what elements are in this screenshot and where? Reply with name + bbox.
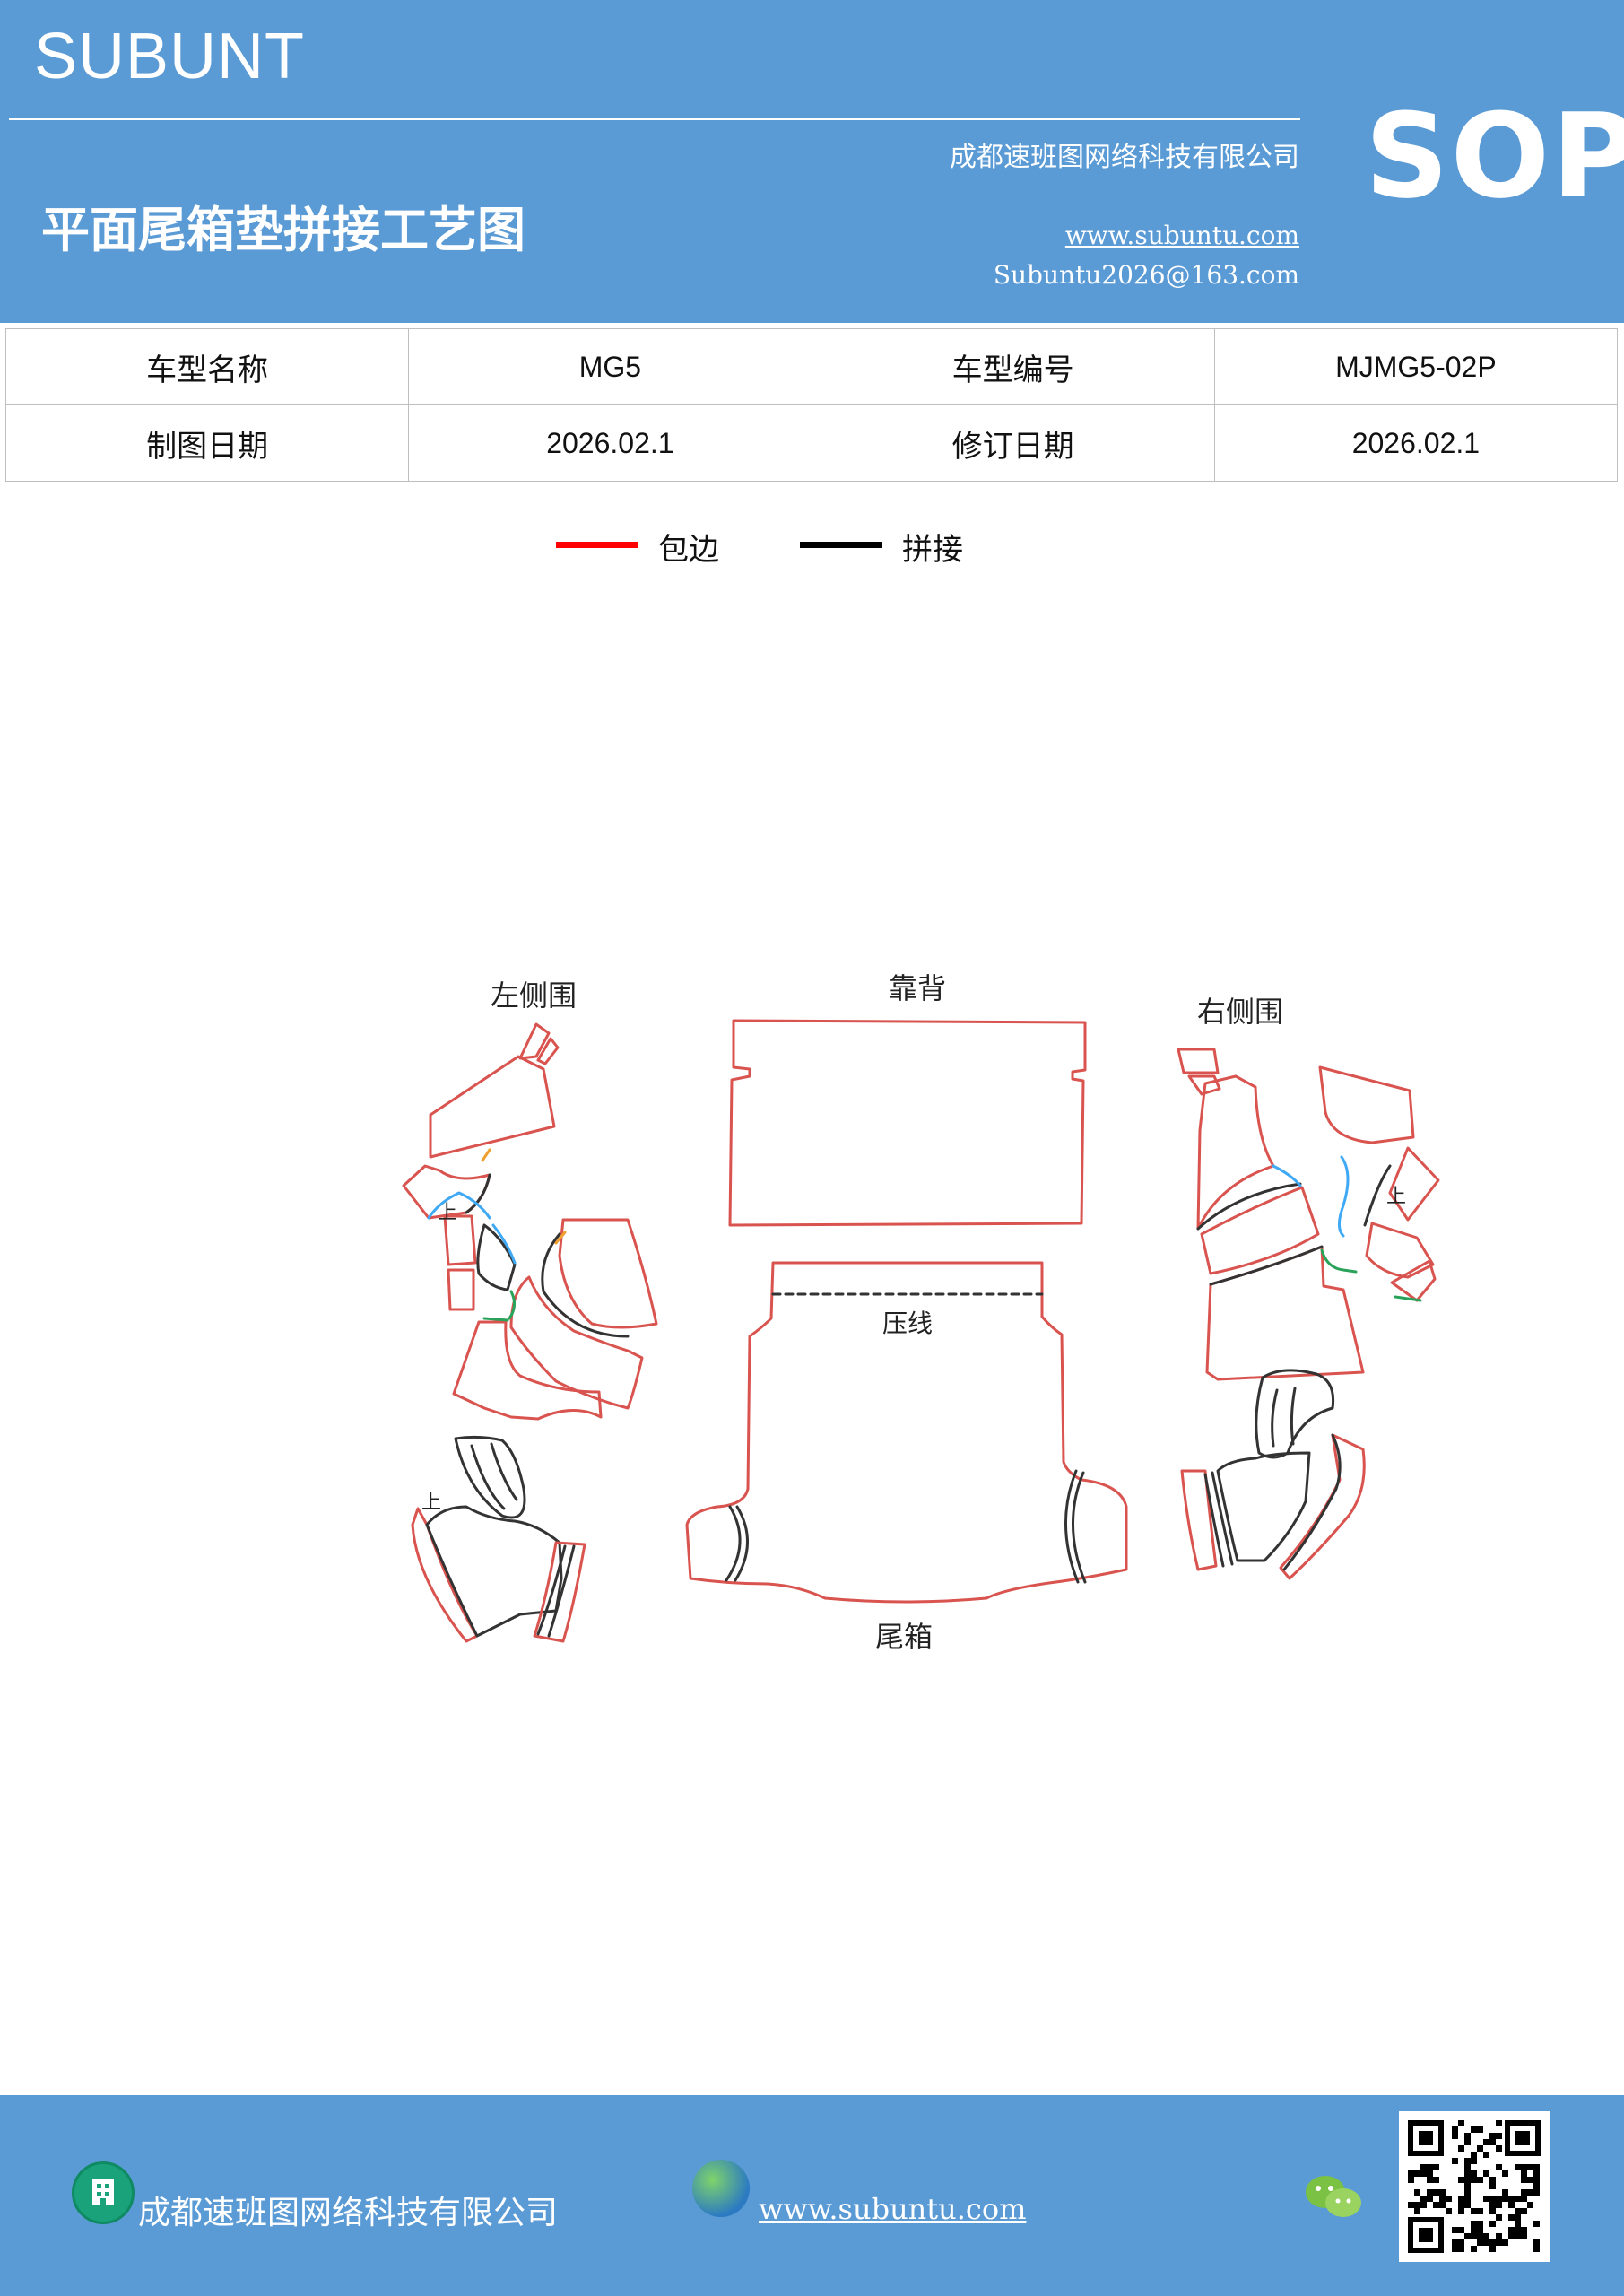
left-side-seam: [490, 1442, 518, 1501]
legend: 包边 拼接: [0, 523, 1624, 577]
orange-seam-accent: [554, 1231, 567, 1245]
left-side-piece: [533, 1541, 586, 1643]
left-side-piece: [536, 1037, 560, 1065]
blue-seam-accent: [1337, 1155, 1350, 1238]
header-banner: SUBUNT 成都速班图网络科技有限公司 平面尾箱垫拼接工艺图 www.subu…: [0, 0, 1624, 323]
right-side-piece: [1205, 1245, 1365, 1381]
right-side-seam: [1216, 1451, 1311, 1562]
model-code-value: MJMG5-02P: [1213, 328, 1619, 405]
footer-website-link[interactable]: www.subuntu.com: [759, 2192, 1027, 2226]
email-address[interactable]: Subuntu2026@163.com: [993, 260, 1299, 290]
orange-seam-accent: [481, 1148, 491, 1162]
right-side-label: 右侧围: [1197, 995, 1283, 1029]
left-side-piece: [558, 1218, 658, 1329]
left-side-piece: [518, 1022, 551, 1060]
legend-label-seam: 拼接: [902, 532, 963, 568]
trunk-seam-left: [734, 1505, 749, 1582]
right-side-piece: [1365, 1222, 1435, 1279]
model-name-value: MG5: [408, 328, 812, 405]
model-code-label: 车型编号: [811, 328, 1215, 405]
left-side-piece: [429, 1055, 556, 1159]
left-side-seam: [454, 1435, 526, 1519]
blue-seam-accent: [491, 1223, 517, 1265]
left-side-seam: [425, 1505, 563, 1638]
up-mark: 上: [438, 1202, 457, 1224]
sop-badge: SOP: [1365, 88, 1624, 224]
footer-bar: 成都速班图网络科技有限公司 www.subuntu.com: [0, 2095, 1624, 2296]
right-side-piece: [1388, 1146, 1440, 1222]
table-row: 车型名称 MG5 车型编号 MJMG5-02P: [4, 328, 1619, 405]
right-side-piece: [1196, 1074, 1275, 1231]
crease-label: 压线: [882, 1309, 933, 1338]
left-side-piece: [443, 1214, 477, 1266]
left-side-seam: [541, 1232, 630, 1338]
draw-date-value: 2026.02.1: [408, 404, 812, 482]
legend-swatch-seam: [800, 542, 882, 548]
green-seam-accent: [1394, 1295, 1422, 1302]
right-side-seam: [1282, 1433, 1342, 1571]
right-side-piece: [1180, 1469, 1218, 1571]
website-link[interactable]: www.subuntu.com: [1064, 221, 1299, 250]
revise-date-value: 2026.02.1: [1213, 404, 1619, 482]
qr-code[interactable]: [1399, 2111, 1550, 2262]
left-side-seam: [547, 1544, 576, 1638]
left-side-seam: [465, 1173, 491, 1214]
green-seam-accent: [482, 1317, 509, 1322]
brand-name: SUBUNT: [34, 21, 306, 92]
revise-date-label: 修订日期: [811, 404, 1215, 482]
right-side-piece: [1318, 1065, 1415, 1144]
left-side-piece: [447, 1268, 475, 1311]
building-icon: [72, 2161, 135, 2224]
right-side-seam: [1203, 1473, 1225, 1568]
right-side-seam: [1290, 1387, 1297, 1446]
right-side-piece: [1177, 1048, 1220, 1074]
left-side-piece: [411, 1507, 479, 1643]
green-seam-accent: [508, 1290, 516, 1320]
draw-date-label: 制图日期: [4, 404, 410, 482]
trunk-seam-right: [1072, 1471, 1087, 1584]
right-side-seam: [1196, 1182, 1302, 1231]
trunk-seam-left: [725, 1505, 742, 1582]
trunk-mat-diagram: 左侧围 靠背 右侧围 压线 尾箱: [402, 971, 1440, 1654]
right-side-seam: [1255, 1369, 1335, 1459]
right-side-seam: [1209, 1245, 1324, 1286]
legend-label-binding: 包边: [658, 532, 719, 568]
document-title: 平面尾箱垫拼接工艺图: [41, 201, 525, 258]
table-row: 制图日期 2026.02.1 修订日期 2026.02.1: [4, 404, 1619, 482]
company-name: 成都速班图网络科技有限公司: [950, 142, 1299, 173]
up-mark: 上: [421, 1492, 441, 1514]
trunk-seam-right: [1064, 1469, 1080, 1584]
left-side-piece: [509, 1275, 644, 1410]
left-side-label: 左侧围: [491, 978, 577, 1013]
right-side-piece: [1390, 1259, 1437, 1302]
header-divider: [9, 118, 1300, 120]
right-side-seam: [1271, 1388, 1279, 1448]
left-side-seam: [536, 1544, 567, 1636]
left-side-seam: [476, 1223, 517, 1292]
trunk-label: 尾箱: [875, 1620, 933, 1654]
backrest-piece: [728, 1019, 1087, 1227]
wechat-icon[interactable]: [1302, 2170, 1365, 2228]
right-side-seam: [1363, 1164, 1392, 1227]
legend-swatch-binding: [556, 542, 638, 548]
footer-company-name: 成都速班图网络科技有限公司: [138, 2195, 559, 2231]
info-table: 车型名称 MG5 车型编号 MJMG5-02P 制图日期 2026.02.1 修…: [4, 328, 1619, 482]
blue-seam-accent: [427, 1191, 491, 1220]
green-seam-accent: [1320, 1248, 1358, 1274]
blue-seam-accent: [1272, 1164, 1302, 1187]
model-name-label: 车型名称: [4, 328, 410, 405]
right-side-piece: [1187, 1074, 1221, 1096]
globe-icon: [692, 2160, 750, 2217]
left-side-piece: [452, 1320, 603, 1421]
up-mark: 上: [1386, 1186, 1406, 1208]
back-label: 靠背: [889, 971, 946, 1005]
right-side-piece: [1200, 1186, 1320, 1275]
right-side-seam: [1211, 1471, 1234, 1566]
left-side-seam: [470, 1444, 506, 1510]
